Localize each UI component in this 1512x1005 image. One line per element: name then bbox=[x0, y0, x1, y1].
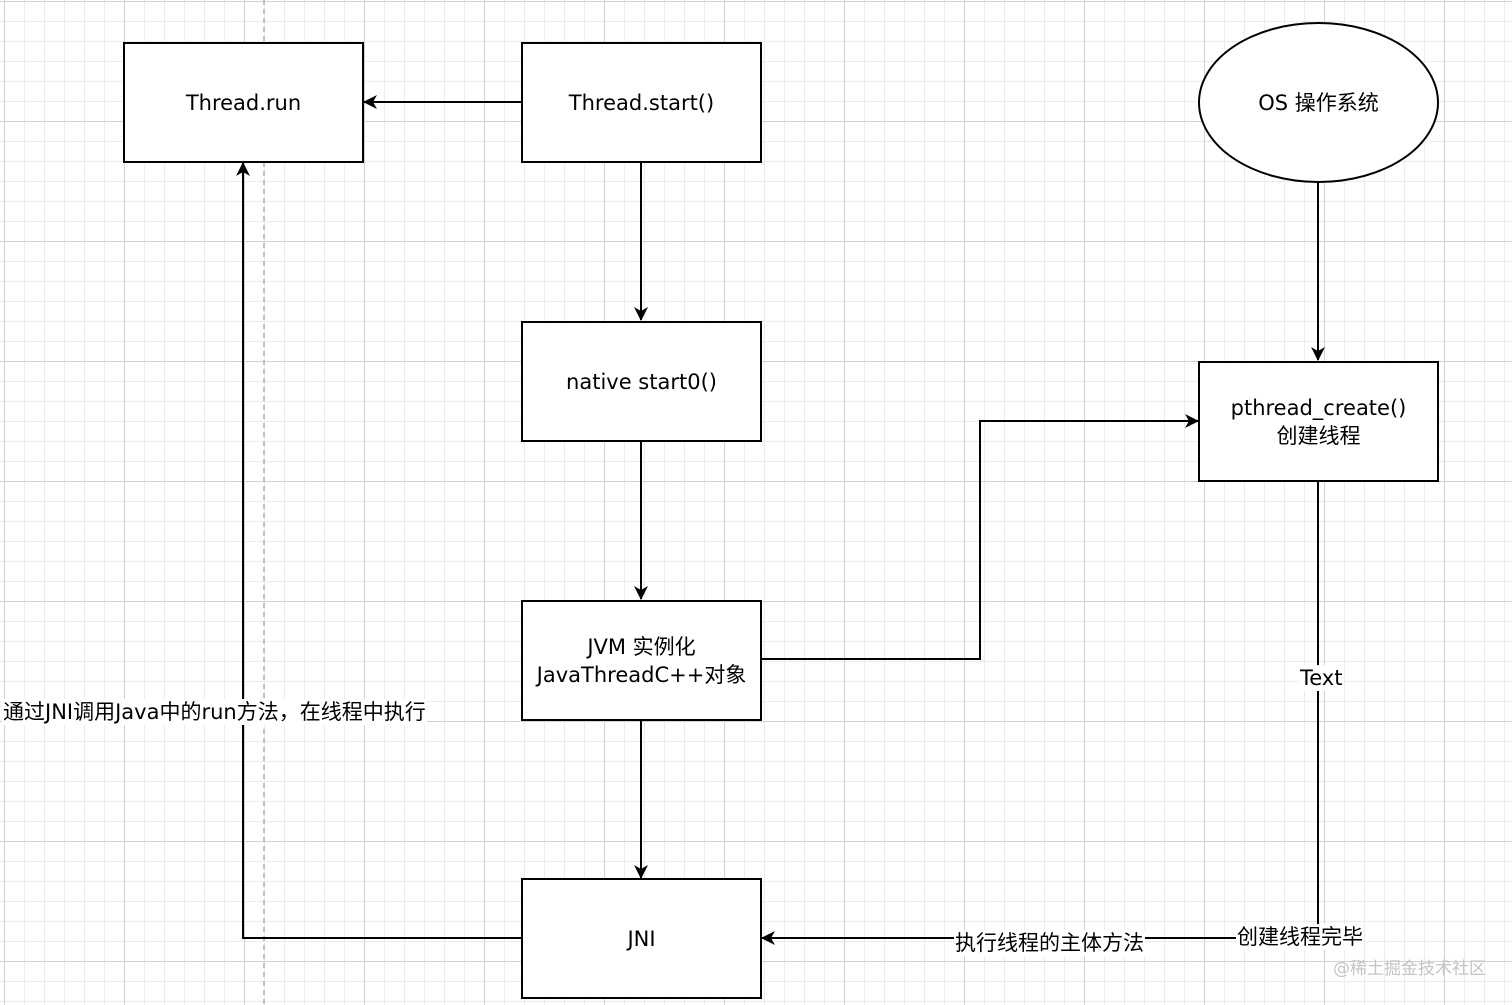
edge-label-exec-body: 执行线程的主体方法 bbox=[954, 930, 1145, 956]
node-jvm-text: JVM 实例化 JavaThreadC++对象 bbox=[537, 633, 747, 689]
node-thread-run[interactable]: Thread.run bbox=[123, 42, 364, 163]
edge-jvm-to-pthread bbox=[762, 414, 1199, 660]
node-thread-start[interactable]: Thread.start() bbox=[521, 42, 762, 163]
node-pthread-label-line2: 创建线程 bbox=[1276, 423, 1361, 448]
node-thread-run-label: Thread.run bbox=[185, 90, 302, 115]
node-jni[interactable]: JNI bbox=[521, 878, 762, 999]
node-pthread-label-line1: pthread_create() bbox=[1230, 395, 1407, 420]
node-native-start0-label: native start0() bbox=[566, 369, 717, 394]
node-jvm-instantiate[interactable]: JVM 实例化 JavaThreadC++对象 bbox=[521, 600, 762, 721]
node-thread-start-label: Thread.start() bbox=[568, 90, 715, 115]
edge-label-text: Text bbox=[1299, 665, 1344, 691]
node-pthread-text: pthread_create() 创建线程 bbox=[1231, 394, 1407, 450]
node-jvm-label-line1: JVM 实例化 bbox=[587, 634, 696, 659]
node-native-start0[interactable]: native start0() bbox=[521, 321, 762, 442]
node-pthread-create[interactable]: pthread_create() 创建线程 bbox=[1198, 361, 1439, 482]
node-os-label: OS 操作系统 bbox=[1258, 90, 1379, 115]
node-os[interactable]: OS 操作系统 bbox=[1198, 22, 1439, 183]
edge-pthread-to-jni bbox=[761, 481, 1319, 945]
edge-label-jni-to-run: 通过JNI调用Java中的run方法，在线程中执行 bbox=[2, 699, 427, 725]
edge-label-created: 创建线程完毕 bbox=[1236, 924, 1364, 950]
node-jni-label: JNI bbox=[627, 926, 656, 951]
edge-jni-to-run bbox=[236, 162, 522, 939]
node-jvm-label-line2: JavaThreadC++对象 bbox=[536, 662, 747, 687]
watermark: @稀土掘金技术社区 bbox=[1333, 959, 1486, 979]
